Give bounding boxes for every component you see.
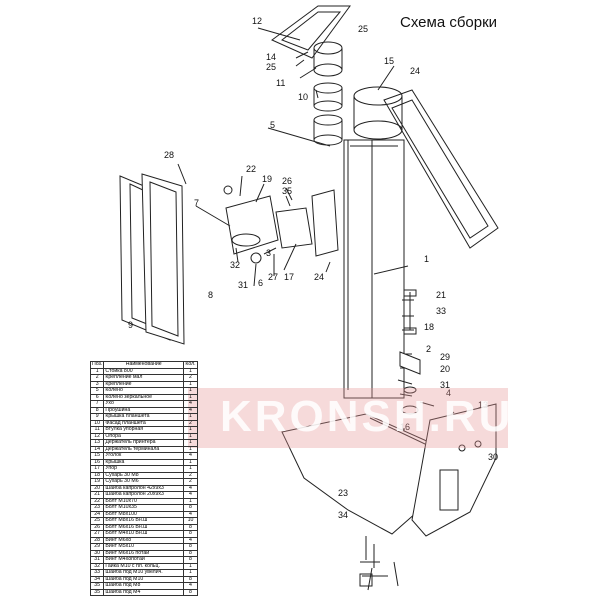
right-tablet-frame	[383, 89, 499, 249]
callout-label: 12	[252, 16, 262, 26]
callout-label: 28	[164, 150, 174, 160]
watermark-band	[188, 388, 508, 448]
cell-qty: 8	[183, 530, 198, 538]
cell-qty: 4	[183, 510, 198, 518]
callout-label: 26	[282, 176, 292, 186]
callout-label: 25	[358, 24, 368, 34]
callout-label: 33	[436, 306, 446, 316]
callout-label: 25	[266, 62, 276, 72]
callout-label: 24	[314, 272, 324, 282]
callout-label: 29	[440, 352, 450, 362]
cell-pos: 30	[89, 549, 105, 557]
cell-pos: 24	[89, 510, 105, 518]
top-tablet-frame	[271, 5, 351, 59]
cell-pos: 33	[89, 569, 105, 577]
callout-label: 30	[488, 452, 498, 462]
callout-label: 34	[338, 510, 348, 520]
cell-name: Шайба под М4	[103, 588, 184, 596]
callout-label: 14	[266, 52, 276, 62]
callout-label: 13	[478, 400, 488, 410]
cell-pos: 31	[89, 556, 105, 564]
cell-qty: 8	[183, 575, 198, 583]
col-pos: Поз.	[89, 361, 105, 369]
callout-label: 20	[440, 364, 450, 374]
bushing-10	[313, 82, 343, 94]
diagram-title: Схема сборки	[400, 14, 498, 31]
bolt-21	[403, 289, 417, 330]
cell-pos: 27	[89, 530, 105, 538]
cell-pos: 25	[89, 517, 105, 525]
cell-qty: 8	[183, 556, 198, 564]
callout-label: 35	[282, 186, 292, 196]
cell-qty: 8	[183, 549, 198, 557]
callout-label: 21	[436, 290, 446, 300]
cell-pos: 29	[89, 543, 105, 551]
left-tablet-cover	[141, 173, 185, 345]
cell-pos: 32	[89, 562, 105, 570]
callout-label: 18	[424, 322, 434, 332]
callout-label: 5	[270, 120, 275, 130]
callout-label: 32	[230, 260, 240, 270]
callout-label: 11	[276, 78, 285, 88]
cell-qty: 1	[183, 562, 198, 570]
callout-label: 3	[266, 248, 271, 258]
col-qty: Кол.	[183, 361, 198, 369]
column-stand	[343, 139, 405, 399]
watermark-text: KRONSH.RU	[220, 392, 514, 441]
cell-qty: 10	[183, 517, 198, 525]
cell-pos: 26	[89, 523, 105, 531]
cell-pos: 35	[89, 582, 105, 590]
callout-label: 8	[208, 290, 213, 300]
callout-label: 15	[384, 56, 394, 66]
callout-label: 31	[440, 380, 450, 390]
callout-label: 7	[194, 198, 199, 208]
callout-label: 2	[426, 344, 431, 354]
cell-qty: 8	[183, 543, 198, 551]
callout-label: 16	[400, 422, 410, 432]
callout-label: 10	[298, 92, 308, 102]
callout-label: 27	[268, 272, 278, 282]
callout-label: 23	[338, 488, 348, 498]
callout-label: 31	[238, 280, 248, 290]
callout-label: 1	[424, 254, 429, 264]
callout-label: 17	[284, 272, 294, 282]
cell-pos: 34	[89, 575, 105, 583]
callout-label: 22	[246, 164, 256, 174]
cell-qty: 4	[183, 582, 198, 590]
callout-label: 24	[410, 66, 420, 76]
cell-pos: 35	[89, 588, 105, 596]
cell-qty: 1	[183, 569, 198, 577]
cell-qty: 8	[183, 523, 198, 531]
bracket-mount	[225, 195, 279, 255]
callout-label: 6	[258, 278, 263, 288]
callout-label: 4	[446, 388, 451, 398]
callout-label: 9	[128, 320, 133, 330]
callout-label: 19	[262, 174, 272, 184]
cell-qty: 4	[183, 536, 198, 544]
cell-qty: 8	[183, 588, 198, 596]
cell-pos: 28	[89, 536, 105, 544]
